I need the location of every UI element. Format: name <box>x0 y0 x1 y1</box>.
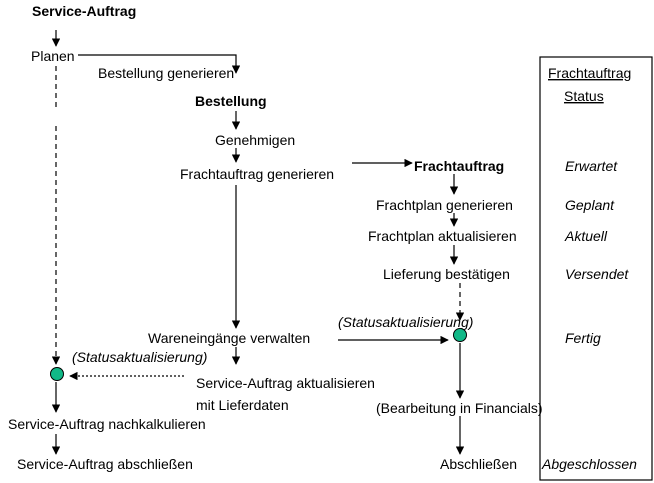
status-panel-box <box>539 56 653 481</box>
bestellung-generieren-label: Bestellung generieren <box>98 65 234 81</box>
abschliessen-label: Abschließen <box>440 456 517 472</box>
nachkalkulieren-label: Service-Auftrag nachkalkulieren <box>8 416 206 432</box>
financials-label: (Bearbeitung in Financials) <box>376 400 543 416</box>
status-abgeschlossen: Abgeschlossen <box>541 456 637 472</box>
lieferung-bestaetigen-label: Lieferung bestätigen <box>383 266 510 282</box>
status-node-left <box>50 367 64 381</box>
status-node-right <box>453 328 467 342</box>
status-erwartet: Erwartet <box>565 158 618 174</box>
diagram-title: Service-Auftrag <box>32 3 136 19</box>
right-statusaktualisierung-label: (Statusaktualisierung) <box>338 314 473 330</box>
planen-label: Planen <box>31 48 75 64</box>
frachtplan-generieren-label: Frachtplan generieren <box>376 197 513 213</box>
wareneingaenge-label: Wareneingänge verwalten <box>148 330 310 346</box>
arrow-planen-to-bestellung <box>78 54 241 74</box>
status-fertig: Fertig <box>565 330 601 346</box>
service-abschliessen-label: Service-Auftrag abschließen <box>17 456 193 472</box>
frachtauftrag-generieren-label: Frachtauftrag generieren <box>180 166 334 182</box>
frachtplan-aktualisieren-label: Frachtplan aktualisieren <box>368 228 517 244</box>
genehmigen-label: Genehmigen <box>215 132 295 148</box>
bestellung-label: Bestellung <box>195 93 267 109</box>
status-geplant: Geplant <box>565 197 615 213</box>
status-versendet: Versendet <box>565 266 629 282</box>
frachtauftrag-label: Frachtauftrag <box>414 158 504 174</box>
left-statusaktualisierung-label: (Statusaktualisierung) <box>72 349 207 365</box>
status-header-status: Status <box>564 88 604 104</box>
status-header-frachtauftrag: Frachtauftrag <box>548 65 631 81</box>
aktualisieren-label-line1: Service-Auftrag aktualisieren <box>196 375 375 391</box>
aktualisieren-label-line2: mit Lieferdaten <box>196 397 289 413</box>
status-aktuell: Aktuell <box>564 228 608 244</box>
